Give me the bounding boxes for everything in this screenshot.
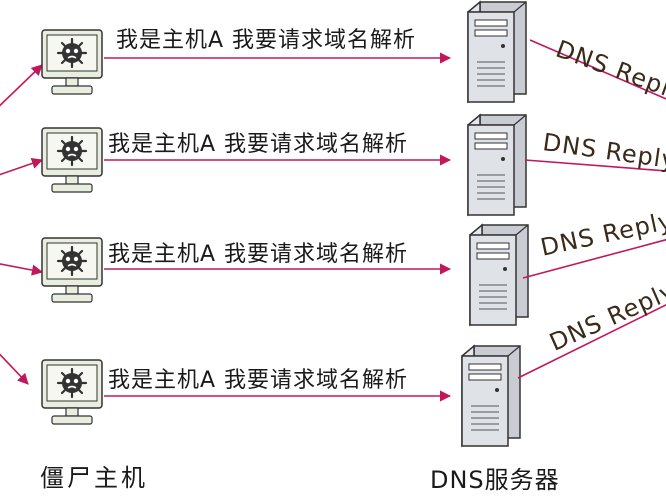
- incoming-arrow-1: [0, 64, 43, 107]
- request-message: 我是主机A 我要请求域名解析: [108, 242, 409, 267]
- request-message: 我是主机A 我要请求域名解析: [108, 368, 409, 393]
- server-tower-icon: [467, 114, 527, 216]
- request-message: 我是主机A 我要请求域名解析: [108, 132, 409, 157]
- zombie-computer-icon: [40, 28, 104, 96]
- incoming-arrow-2: [0, 158, 44, 176]
- row-2: [0, 114, 666, 216]
- reply-arrow-1: [529, 39, 666, 100]
- zombie-computer-icon: [40, 126, 104, 194]
- server-tower-icon: [467, 1, 527, 103]
- incoming-arrow-3: [0, 263, 44, 276]
- row-1: [0, 1, 666, 107]
- zombie-computer-icon: [40, 358, 104, 426]
- reply-arrow-4: [517, 304, 666, 379]
- zombie-computer-icon: [40, 236, 104, 304]
- server-tower-icon: [469, 224, 529, 326]
- row-4: [0, 304, 666, 447]
- incoming-arrow-4: [0, 353, 29, 385]
- reply-arrow-3: [522, 238, 666, 279]
- zombie-hosts-caption: 僵尸主机: [40, 464, 148, 492]
- row-3: [0, 224, 666, 326]
- server-tower-icon: [461, 345, 521, 447]
- reply-arrow-2: [524, 159, 666, 172]
- request-message: 我是主机A 我要请求域名解析: [116, 28, 417, 53]
- dns-servers-caption: DNS服务器: [430, 466, 560, 494]
